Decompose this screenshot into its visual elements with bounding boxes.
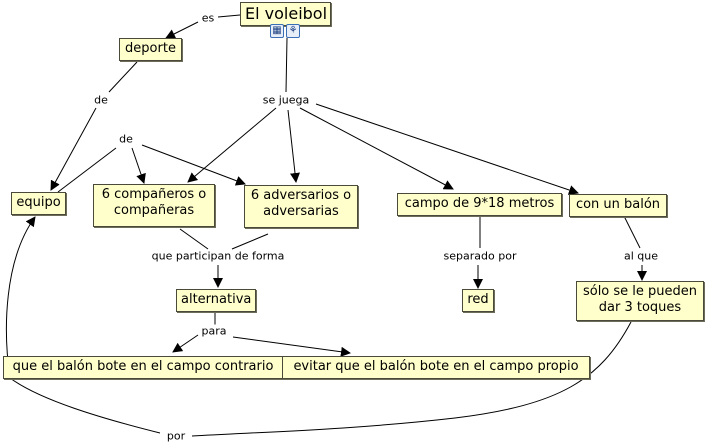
concept-red[interactable]: red [462, 289, 494, 312]
link-toques-por [191, 321, 632, 437]
link-adversarios-participan [231, 233, 269, 250]
phrase-de-equipo: de [117, 132, 135, 146]
submap-resource-icon[interactable]: ⚘ [286, 24, 300, 38]
link-sejuega-companeros [187, 107, 277, 183]
concept-root[interactable]: El voleibol [240, 2, 331, 26]
concept-contrario[interactable]: que el balón bote en el campo contrario [3, 356, 283, 379]
link-por-equipo [5, 216, 36, 379]
phrase-para: para [199, 324, 229, 338]
phrase-participan: que participan de forma [149, 249, 287, 263]
link-balon-alque [623, 215, 641, 249]
link-sejuega-adversarios [287, 109, 300, 183]
concept-adversarios[interactable]: 6 adversarios o adversarias [244, 185, 358, 228]
phrase-al-que: al que [621, 249, 661, 263]
concept-toques[interactable]: sólo se le pueden dar 3 toques [576, 281, 704, 321]
phrase-separado: separado por [441, 249, 519, 263]
image-resource-icon[interactable]: ▦ [270, 24, 284, 38]
link-sejuega-balon [315, 103, 579, 195]
phrase-de-deporte: de [92, 93, 110, 107]
phrase-se-juega: se juega [260, 93, 312, 107]
phrase-por: por [164, 429, 188, 443]
concept-propio[interactable]: evitar que el balón bote en el campo pro… [282, 356, 590, 379]
link-para-contrario [172, 334, 199, 353]
link-de-equipo [50, 107, 97, 191]
link-companeros-participan [179, 228, 209, 250]
link-contrario-por [9, 377, 161, 434]
link-deporte-de [108, 61, 138, 93]
link-es-deporte [165, 21, 199, 39]
link-equipo-de2 [57, 147, 117, 193]
concept-companeros[interactable]: 6 compañeros o compañeras [93, 184, 215, 227]
link-de2-adversarios [141, 144, 246, 186]
link-root-sejuega [285, 37, 288, 93]
link-sejuega-campo [299, 107, 454, 190]
concept-deporte[interactable]: deporte [119, 38, 182, 61]
concept-alternativa[interactable]: alternativa [176, 289, 256, 312]
phrase-es: es [199, 11, 217, 25]
concept-balon[interactable]: con un balón [569, 194, 667, 217]
link-de2-companeros [131, 147, 146, 184]
concept-campo[interactable]: campo de 9*18 metros [397, 193, 562, 216]
link-root-es [217, 14, 241, 18]
concept-equipo[interactable]: equipo [11, 192, 66, 215]
link-para-propio [232, 336, 351, 357]
